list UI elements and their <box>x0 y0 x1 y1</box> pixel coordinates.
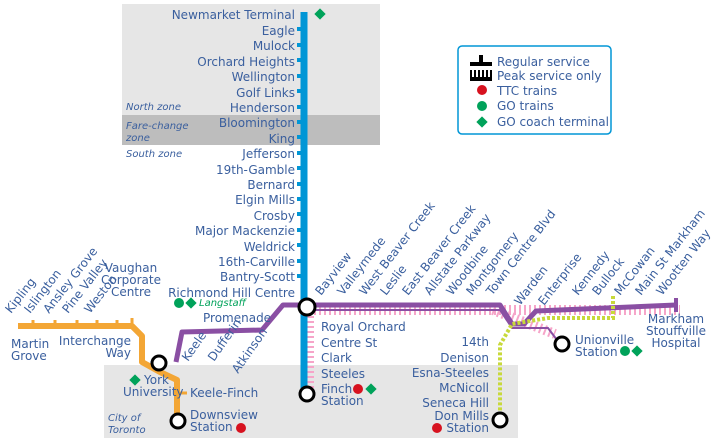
yonge-north-labels: Newmarket Terminal Eagle Mulock Orchard … <box>168 8 295 300</box>
east-labels: Bayview Valleymede West Beaver Creek Les… <box>312 199 712 308</box>
stouffville-labels: 14th Denison Esna-Steeles McNicoll Senec… <box>412 335 489 435</box>
station-label: King <box>269 132 295 146</box>
interchange-stations <box>150 297 571 430</box>
station-label: Clark <box>321 351 352 365</box>
north-zone-label: North zone <box>126 102 181 113</box>
peak-service-icon <box>470 70 492 81</box>
go-markers <box>174 298 630 356</box>
station-label: Hospital <box>652 336 701 350</box>
station-label: Weldrick <box>244 240 295 254</box>
station-label: Centre <box>111 285 151 299</box>
ttc-markers <box>236 384 442 433</box>
stouffville-line <box>498 296 615 420</box>
station-label: 19th-Gamble <box>216 163 295 177</box>
station-label: Way <box>105 346 131 360</box>
legend: Regular service Peak service only TTC tr… <box>457 45 612 135</box>
station-label: Station <box>575 345 618 359</box>
station-label: Crosby <box>254 209 295 223</box>
station-label: Centre St <box>321 336 378 350</box>
station-label: Henderson <box>230 101 295 115</box>
station-label: Station <box>190 420 233 434</box>
city-of-toronto-label-2: Toronto <box>108 425 146 436</box>
station-label: Bloomington <box>219 116 295 130</box>
station-label: Eagle <box>262 24 295 38</box>
legend-ttc-label: TTC trains <box>496 84 557 98</box>
station-label: Royal Orchard <box>321 320 406 334</box>
station-label: Finch <box>321 382 352 396</box>
legend-coach-label: GO coach terminal <box>497 115 609 129</box>
regular-service-icon <box>470 55 492 66</box>
station-label: McNicoll <box>439 381 489 395</box>
station-label: Newmarket Terminal <box>172 8 295 22</box>
station-label: Jefferson <box>241 147 295 161</box>
station-label: Corporate <box>101 273 161 287</box>
station-label: 16th-Carville <box>218 255 295 269</box>
station-label: Golf Links <box>236 86 295 100</box>
station-label: 14th <box>461 335 489 349</box>
station-label: Steeles <box>321 367 365 381</box>
station-label: Orchard Heights <box>197 55 295 69</box>
station-label: Station <box>446 421 489 435</box>
spadina-ticks <box>31 318 187 395</box>
go-trains-icon <box>477 101 487 111</box>
station-label: Richmond Hill Centre <box>168 286 295 300</box>
station-label: Keele-Finch <box>190 386 258 400</box>
south-zone-label: South zone <box>126 149 182 160</box>
station-label: Denison <box>440 351 489 365</box>
station-label: Mulock <box>253 39 295 53</box>
station-label: Wellington <box>232 70 295 84</box>
langstaff-label: Langstaff <box>199 298 248 309</box>
legend-go-label: GO trains <box>497 99 554 113</box>
station-label: Unionville <box>575 333 634 347</box>
fare-change-zone-area <box>122 115 380 145</box>
north-zone-area <box>122 4 380 115</box>
station-label: Bantry-Scott <box>220 270 295 284</box>
station-label: Interchange <box>59 334 131 348</box>
station-label: Seneca Hill <box>422 396 489 410</box>
fare-change-zone-label-2: zone <box>125 133 150 144</box>
sheppard-line <box>173 302 677 363</box>
yonge-ticks <box>297 27 304 278</box>
legend-regular-label: Regular service <box>497 55 590 69</box>
station-label: Station <box>321 394 364 408</box>
station-label: Elgin Mills <box>235 193 295 207</box>
station-label: York <box>143 373 169 387</box>
station-label: University <box>123 385 184 399</box>
station-label: Downsview <box>190 408 258 422</box>
station-label: Don Mills <box>434 409 489 423</box>
station-label: Stouffville <box>646 324 706 338</box>
station-label: Vaughan <box>105 261 157 275</box>
city-of-toronto-label: City of <box>108 413 142 424</box>
fare-change-zone-label: Fare-change <box>126 121 189 132</box>
station-label: Major Mackenzie <box>195 224 295 238</box>
legend-box <box>457 45 612 135</box>
station-label: Bernard <box>247 178 295 192</box>
station-label: Promenade <box>203 311 271 325</box>
station-label: Martin <box>11 337 49 351</box>
station-label: Markham <box>648 312 704 326</box>
station-label: Esna-Steeles <box>412 366 489 380</box>
station-label: Grove <box>11 349 47 363</box>
legend-peak-label: Peak service only <box>497 69 602 83</box>
ttc-trains-icon <box>477 85 487 95</box>
